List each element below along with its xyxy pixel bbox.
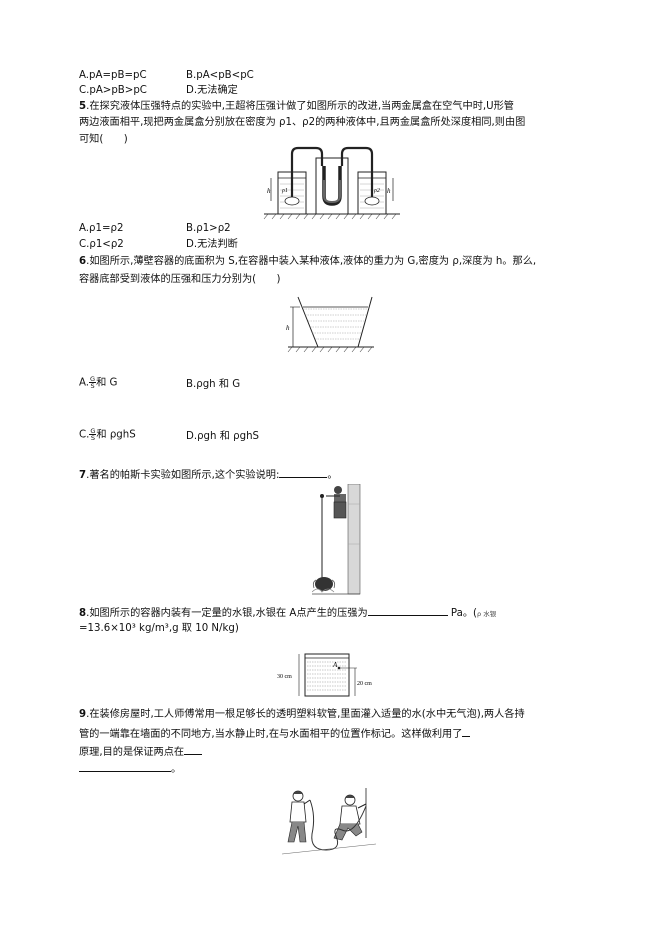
mercury-container-figure: A 30 cm 20 cm (277, 653, 372, 697)
q8-line-2: =13.6×10³ kg/m³,g 取 10 N/kg) (79, 623, 239, 634)
q5-rho2-label: ρ2 (373, 188, 380, 194)
q8-line-1: 8.如图所示的容器内装有一定量的水银,水银在 A点产生的压强为 Pa。(ρ 水银 (79, 604, 496, 621)
q4-option-b: B.pA<pB<pC (186, 70, 254, 81)
q6-line-2: 容器底部受到液体的压强和压力分别为( ) (79, 274, 281, 285)
q5-line-1: 5.在探究液体压强特点的实验中,王超将压强计做了如图所示的改进,当两金属盒在空气… (79, 101, 514, 112)
workers-level-tube-figure (281, 788, 377, 855)
q5-h-left-label: h (267, 187, 271, 195)
q9-line-2: 管的一端靠在墙面的不同地方,当水静止时,在与水面相平的位置作标记。这样做利用了 (79, 725, 471, 742)
q5-h-right-label: h (387, 187, 391, 195)
q8-20cm-label: 20 cm (357, 681, 372, 687)
q5-option-c: C.ρ1<ρ2 (79, 239, 124, 250)
q5-line-2: 两边液面相平,现把两金属盒分别放在密度为 ρ1、ρ2的两种液体中,且两金属盒所处… (79, 117, 526, 128)
q4-option-a: A.pA=pB=pC (79, 70, 147, 81)
q9-line-1: 9.在装修房屋时,工人师傅常用一根足够长的透明塑料软管,里面灌入适量的水(水中无… (79, 709, 525, 720)
q5-option-a: A.ρ1=ρ2 (79, 223, 124, 234)
q8-30cm-label: 30 cm (277, 674, 292, 680)
q7-line: 7.著名的帕斯卡实验如图所示,这个实验说明:。 (79, 466, 338, 483)
q7-answer-blank[interactable] (279, 466, 328, 478)
q6-option-b: B.ρgh 和 G (186, 379, 241, 390)
q4-option-d: D.无法确定 (186, 85, 238, 96)
q6-option-d: D.ρgh 和 ρghS (186, 431, 259, 442)
q5-line-3: 可知( ) (79, 134, 128, 145)
q9-answer-blank[interactable] (79, 760, 171, 772)
tapered-container-figure: h (286, 296, 374, 353)
q9-blank-position-start[interactable] (184, 743, 203, 755)
q5-option-d: D.无法判断 (186, 239, 238, 250)
q6-line-1: 6.如图所示,薄壁容器的底面积为 S,在容器中装入某种液体,液体的重力为 G,密… (79, 256, 537, 267)
q9-line-3: 原理,目的是保证两点在 (79, 743, 203, 760)
u-tube-manometer-figure: h h ρ1 ρ2 (263, 146, 400, 220)
q6-h-label: h (286, 324, 290, 332)
q9-blank-principle-start[interactable] (462, 725, 471, 737)
q9-line-4: 。 (79, 760, 181, 777)
q5-rho1-label: ρ1 (281, 188, 288, 194)
q8-answer-blank[interactable] (367, 604, 448, 616)
pascal-barrel-experiment-figure (312, 484, 361, 595)
q8-point-a-label: A (332, 661, 338, 669)
q4-option-c: C.pA>pB>pC (79, 85, 147, 96)
q5-option-b: B.ρ1>ρ2 (186, 223, 231, 234)
